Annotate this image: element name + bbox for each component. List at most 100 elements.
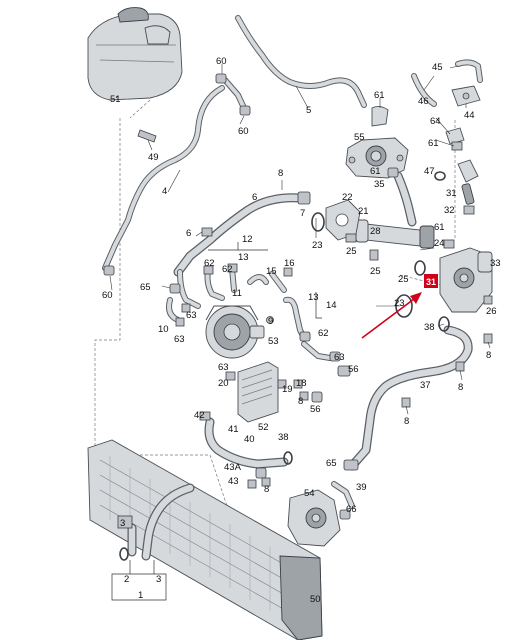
bolt-18 [293,379,303,389]
part-label-1: 1 [138,590,143,601]
part-label-61-right: 61 [434,222,445,233]
part-label-12: 12 [242,234,253,245]
part-label-62-c: 62 [318,328,329,339]
part-label-60-c: 60 [102,290,113,301]
part-label-40: 40 [244,434,255,445]
expansion-tank [87,7,183,101]
part-label-11: 11 [232,288,242,299]
oil-cooler [237,361,279,423]
alternator [205,305,265,359]
clamp-65 [169,283,181,294]
part-label-44: 44 [464,110,475,121]
part-label-38-b: 38 [278,432,289,443]
part-label-33: 33 [490,258,501,269]
part-label-39: 39 [356,482,367,493]
part-label-52: 52 [258,422,269,433]
clamp-61-top [371,105,389,127]
part-label-51: 51 [110,94,121,105]
part-label-63-c: 63 [334,352,345,363]
part-label-3-b: 3 [156,574,161,585]
hose-14 [283,296,333,361]
part-label-64: 64 [430,116,441,127]
part-label-23-b: 23 [394,298,405,309]
part-label-25-b: 25 [370,266,381,277]
part-label-46: 46 [418,96,429,107]
bolt-9 [266,316,274,324]
part-label-49: 49 [148,152,159,163]
part-label-25-c: 25 [398,274,409,285]
part-label-32: 32 [444,205,455,216]
bolt-26 [483,295,493,305]
clip-64 [451,141,463,151]
part-label-8-a: 8 [278,168,283,179]
bolt-8-right-lower [401,397,411,408]
hose-45 [411,59,483,107]
part-label-54: 54 [304,488,315,499]
part-label-3-a: 3 [120,518,125,529]
hose-clamp-49 [137,129,157,143]
sensor-64 [445,127,465,151]
o-ring-2 [119,547,129,561]
part-label-62-b: 62 [222,264,233,275]
bolt-25-left [345,233,357,243]
clamp-63-d [225,371,236,381]
bolt-8-right-top [483,333,493,344]
bolt-8-low [261,477,271,487]
part-label-62-a: 62 [204,258,215,269]
part-label-10: 10 [158,324,169,335]
part-label-45: 45 [432,62,443,73]
part-label-31: 31 [446,188,457,199]
part-label-24: 24 [434,238,445,249]
part-label-60-b: 60 [238,126,249,137]
hose-35 [387,167,417,227]
bolt-8-right-mid [455,361,465,372]
part-label-18: 18 [296,378,307,389]
part-label-2: 2 [124,574,129,585]
fitting-56-a [337,365,351,377]
part-label-9: 9 [268,316,273,327]
hose-37 [347,325,473,471]
part-label-23-a: 23 [312,240,323,251]
auxiliary-water-pump [287,489,341,547]
part-label-63-d: 63 [218,362,229,373]
part-label-15: 15 [266,266,277,277]
bolt-16 [283,267,293,277]
valve-44 [451,85,481,107]
clamp-62-a [203,265,214,275]
bolt-8-mid [299,391,309,401]
leader-lines [109,64,491,415]
part-label-13-a: 13 [238,252,249,263]
part-labels: 51 49 4 60 60 60 5 61 55 61 35 45 46 44 … [102,56,501,605]
part-label-21: 21 [358,206,369,217]
part-label-65-a: 65 [140,282,151,293]
part-label-22: 22 [342,192,353,203]
highlight-marker: 31 [424,274,438,288]
hose-40 [204,417,289,469]
bolt-43 [247,479,257,489]
red-arrow [361,292,422,339]
clamp-63-b [175,317,185,327]
label-box-3 [117,515,133,529]
part-label-37: 37 [420,380,431,391]
part-label-65-b: 65 [326,458,337,469]
part-label-66: 66 [346,504,357,515]
part-label-25-a: 25 [346,246,357,257]
part-label-43a: 43A [224,462,242,473]
clamp-63-a [181,303,191,313]
part-label-6-a: 6 [252,192,257,203]
part-label-38-a: 38 [424,322,435,333]
part-label-13-b: 13 [308,292,319,303]
o-ring-38-lower [283,451,293,465]
clamp-62-c [299,331,311,342]
part-label-35: 35 [374,179,385,190]
part-label-63-b: 63 [174,334,185,345]
radiator [87,439,323,640]
part-label-56-a: 56 [348,364,359,375]
part-label-42: 42 [194,410,205,421]
temperature-sensor-47 [457,159,479,215]
o-ring-24 [414,260,426,276]
hose-5 [222,15,367,111]
part-label-47: 47 [424,166,435,177]
part-label-41: 41 [228,424,239,435]
